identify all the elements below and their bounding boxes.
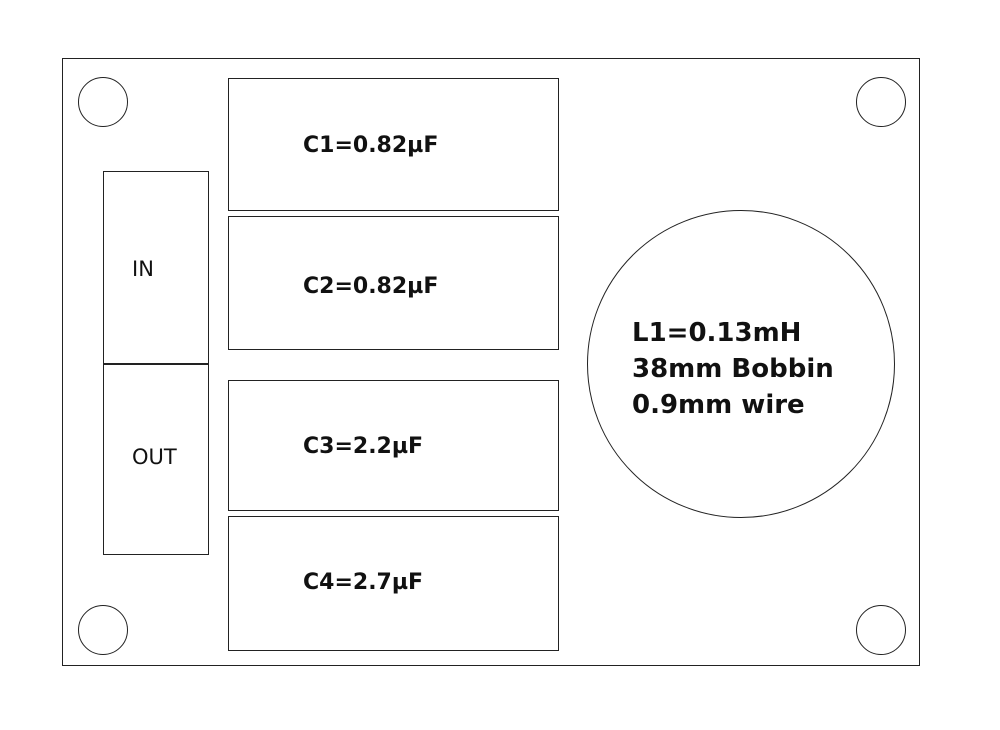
capacitor-c1: C1=0.82µF bbox=[228, 78, 559, 211]
terminal-in: IN bbox=[103, 171, 209, 365]
inductor-l1-text: L1=0.13mH 38mm Bobbin 0.9mm wire bbox=[632, 315, 834, 423]
capacitor-c3-label: C3=2.2µF bbox=[303, 434, 424, 459]
inductor-wire: 0.9mm wire bbox=[632, 390, 805, 420]
capacitor-c4: C4=2.7µF bbox=[228, 516, 559, 651]
inductor-value: L1=0.13mH bbox=[632, 318, 802, 348]
mounting-hole-bottom-right bbox=[856, 605, 906, 655]
inductor-l1: L1=0.13mH 38mm Bobbin 0.9mm wire bbox=[587, 210, 895, 518]
capacitor-c2-label: C2=0.82µF bbox=[303, 274, 439, 299]
terminal-out-label: OUT bbox=[132, 445, 177, 469]
capacitor-c3: C3=2.2µF bbox=[228, 380, 559, 511]
mounting-hole-bottom-left bbox=[78, 605, 128, 655]
capacitor-c4-label: C4=2.7µF bbox=[303, 570, 424, 595]
terminal-out: OUT bbox=[103, 363, 209, 555]
mounting-hole-top-right bbox=[856, 77, 906, 127]
capacitor-c1-label: C1=0.82µF bbox=[303, 133, 439, 158]
inductor-bobbin: 38mm Bobbin bbox=[632, 354, 834, 384]
pcb-board-outline bbox=[62, 58, 920, 666]
capacitor-c2: C2=0.82µF bbox=[228, 216, 559, 350]
mounting-hole-top-left bbox=[78, 77, 128, 127]
terminal-in-label: IN bbox=[132, 257, 154, 281]
